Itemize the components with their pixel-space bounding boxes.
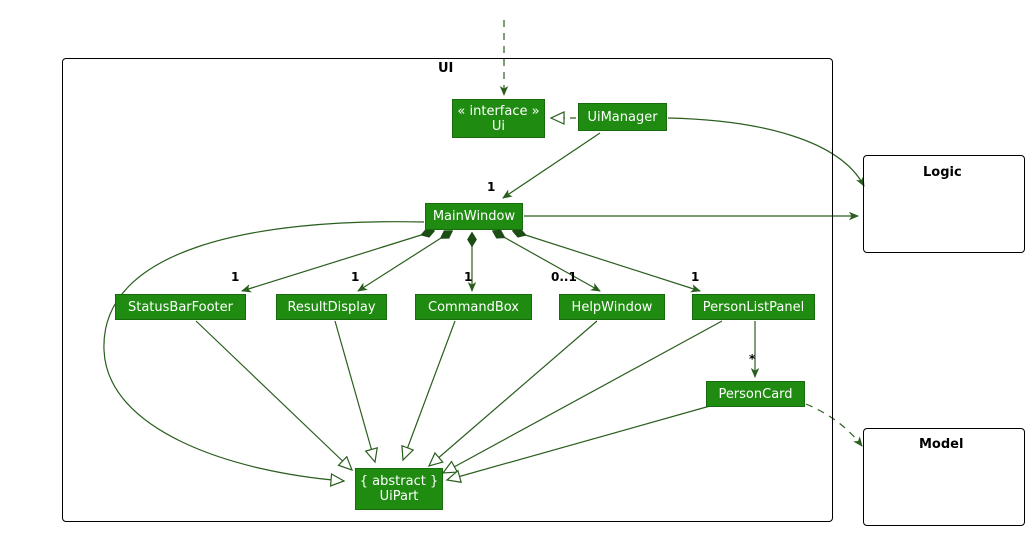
edge-uimanager-to-mainwindow [502, 132, 601, 199]
multiplicity-personcard: * [749, 352, 756, 366]
class-commandbox-name: CommandBox [428, 299, 519, 315]
class-uipart-modifier: { abstract } [359, 474, 439, 489]
multiplicity-commandbox: 1 [464, 270, 473, 284]
multiplicity-mainwindow: 1 [487, 180, 496, 194]
package-model-label: Model [919, 437, 964, 452]
class-statusbarfooter[interactable]: StatusBarFooter [115, 294, 246, 320]
multiplicity-helpwindow: 0..1 [551, 270, 577, 284]
edge-mainwindow-to-personlistpanel [513, 231, 700, 291]
class-personcard-name: PersonCard [718, 386, 793, 402]
package-ui-label: UI [438, 61, 454, 76]
class-uimanager-name: UiManager [587, 109, 658, 125]
multiplicity-resultdisplay: 1 [351, 270, 360, 284]
multiplicity-statusbarfooter: 1 [231, 270, 240, 284]
package-logic-label: Logic [923, 165, 962, 180]
package-ui [62, 58, 833, 522]
class-uimanager[interactable]: UiManager [578, 103, 667, 131]
class-mainwindow-name: MainWindow [432, 209, 516, 224]
edge-mainwindow-inherits-uipart [103, 221, 425, 487]
class-personlistpanel-name: PersonListPanel [702, 299, 805, 315]
class-mainwindow[interactable]: MainWindow [425, 203, 523, 230]
edge-personcard-to-model [805, 403, 863, 447]
class-helpwindow-name: HelpWindow [571, 299, 653, 315]
class-ui-stereotype: « interface » [457, 103, 540, 119]
class-uipart[interactable]: { abstract } UiPart [355, 468, 443, 510]
edge-commandbox-inherits-uipart [401, 320, 456, 462]
class-ui-interface[interactable]: « interface » Ui [452, 99, 545, 138]
edge-helpwindow-inherits-uipart [427, 320, 598, 467]
class-commandbox[interactable]: CommandBox [415, 294, 532, 320]
edge-personcard-inherits-uipart [445, 405, 711, 483]
edge-personlistpanel-inherits-uipart [441, 320, 723, 474]
multiplicity-personlistpanel: 1 [691, 270, 700, 284]
class-personcard[interactable]: PersonCard [706, 381, 805, 407]
class-statusbarfooter-name: StatusBarFooter [127, 299, 233, 315]
edge-uimanager-to-logic [667, 117, 865, 187]
class-personlistpanel[interactable]: PersonListPanel [692, 294, 815, 320]
edge-mainwindow-to-resultdisplay [358, 231, 452, 291]
class-resultdisplay-name: ResultDisplay [287, 299, 376, 315]
class-ui-name: Ui [491, 118, 506, 134]
class-helpwindow[interactable]: HelpWindow [559, 294, 665, 320]
class-resultdisplay[interactable]: ResultDisplay [276, 294, 387, 320]
package-model [863, 428, 1025, 526]
edge-statusbarfooter-inherits-uipart [195, 320, 354, 471]
package-logic [863, 155, 1025, 253]
class-uipart-name: UiPart [379, 489, 419, 504]
edge-resultdisplay-inherits-uipart [334, 320, 378, 464]
